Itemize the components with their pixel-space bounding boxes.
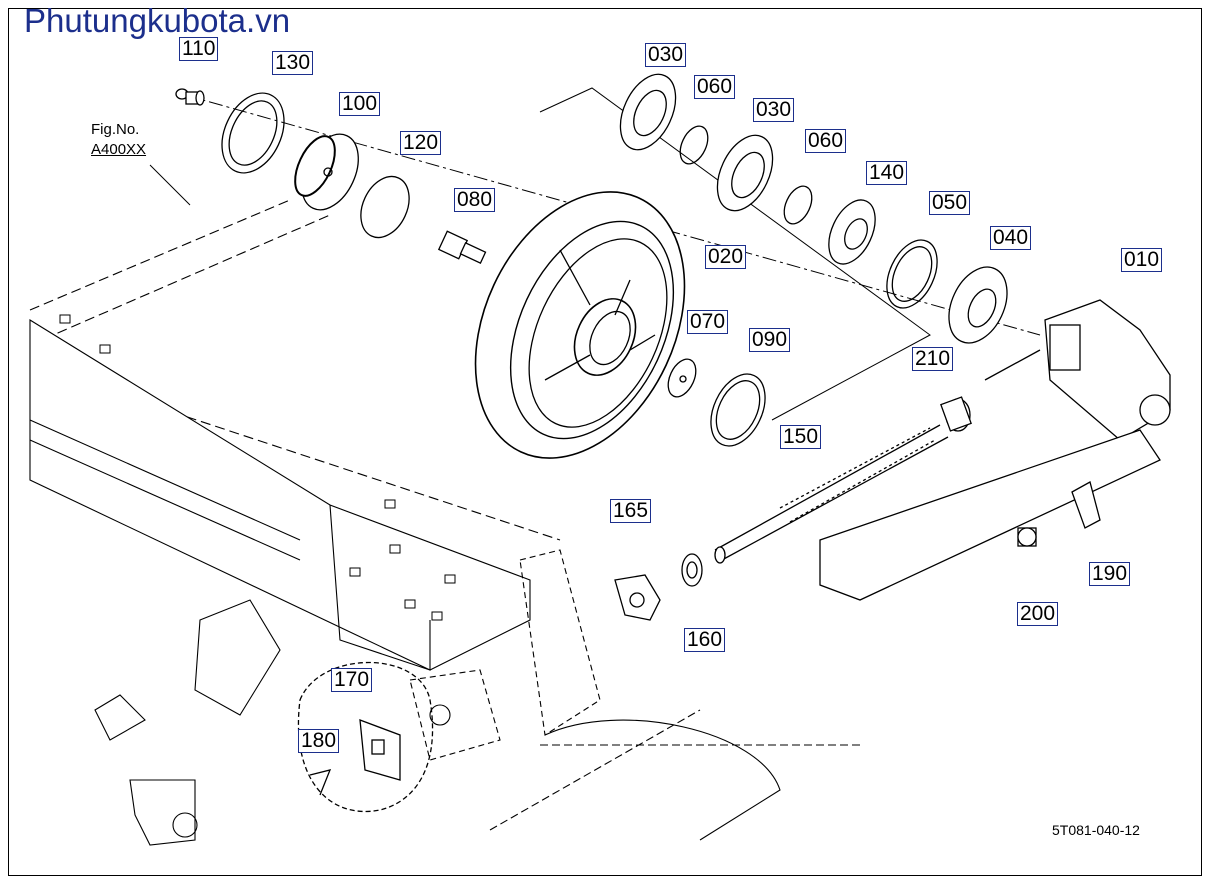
- grease-nipple-part: [175, 88, 205, 106]
- square-tube: [819, 429, 1161, 601]
- figure-number-caption: Fig.No.: [91, 121, 140, 138]
- washer-070-part: [667, 358, 697, 398]
- tension-rod-150-part: [714, 424, 949, 564]
- part-tag-210[interactable]: 210: [912, 347, 954, 371]
- part-tag-130[interactable]: 130: [272, 51, 314, 75]
- detail-callout-170-180: [297, 662, 434, 813]
- part-tag-010[interactable]: 010: [1121, 248, 1163, 272]
- snap-ring-050-part: [886, 239, 938, 309]
- nut-210-part: [940, 396, 972, 432]
- part-tag-080[interactable]: 080: [454, 188, 496, 212]
- bracket-190-part: [1071, 481, 1101, 529]
- bearing-030-upper-part: [619, 73, 677, 151]
- part-tag-110[interactable]: 110: [179, 37, 219, 61]
- part-tag-100[interactable]: 100: [339, 92, 381, 116]
- part-tag-160[interactable]: 160: [684, 628, 726, 652]
- bearing-group-outline: [539, 87, 931, 421]
- figure-number-code: A400XX: [91, 141, 147, 158]
- part-tag-070[interactable]: 070: [687, 310, 729, 334]
- part-tag-170[interactable]: 170: [331, 668, 373, 692]
- drawing-code: 5T081-040-12: [1052, 822, 1140, 838]
- arm-010-part: [984, 299, 1171, 441]
- part-tag-060-lower[interactable]: 060: [805, 129, 847, 153]
- chassis-frame: [29, 199, 860, 846]
- part-tag-190[interactable]: 190: [1089, 562, 1131, 586]
- part-tag-030-lower[interactable]: 030: [753, 98, 795, 122]
- washer-060-lower-part: [783, 185, 813, 225]
- part-tag-165[interactable]: 165: [610, 499, 652, 523]
- figure-number-label: Fig.No. A400XX: [91, 120, 146, 160]
- washer-060-upper-part: [679, 125, 709, 165]
- part-tag-200[interactable]: 200: [1017, 602, 1059, 626]
- small-pulley-100-part: [294, 133, 359, 211]
- part-tag-120[interactable]: 120: [400, 131, 442, 155]
- part-tag-140[interactable]: 140: [866, 161, 908, 185]
- part-tag-090[interactable]: 090: [749, 328, 791, 352]
- part-tag-030-upper[interactable]: 030: [645, 43, 687, 67]
- snap-ring-090-part: [710, 373, 766, 447]
- bolt-080-part: [437, 230, 487, 264]
- site-title: Phutungkubota.vn: [24, 2, 291, 39]
- washer-160-part: [681, 553, 703, 587]
- part-tag-020[interactable]: 020: [705, 245, 747, 269]
- part-tag-180[interactable]: 180: [298, 729, 340, 753]
- frame-nuts: [59, 314, 456, 621]
- plate-165-part: [614, 574, 661, 621]
- part-tag-150[interactable]: 150: [780, 425, 822, 449]
- large-wheel-020-part: [474, 191, 686, 459]
- part-tag-040[interactable]: 040: [990, 226, 1032, 250]
- part-tag-050[interactable]: 050: [929, 191, 971, 215]
- o-ring-120-part: [360, 175, 410, 239]
- collar-140-part: [828, 199, 876, 265]
- bearing-030-lower-part: [716, 134, 774, 212]
- snap-ring-130-part: [221, 92, 285, 174]
- seal-040-part: [948, 266, 1008, 344]
- part-tag-060-upper[interactable]: 060: [694, 75, 736, 99]
- bolt-200-part: [1017, 527, 1037, 547]
